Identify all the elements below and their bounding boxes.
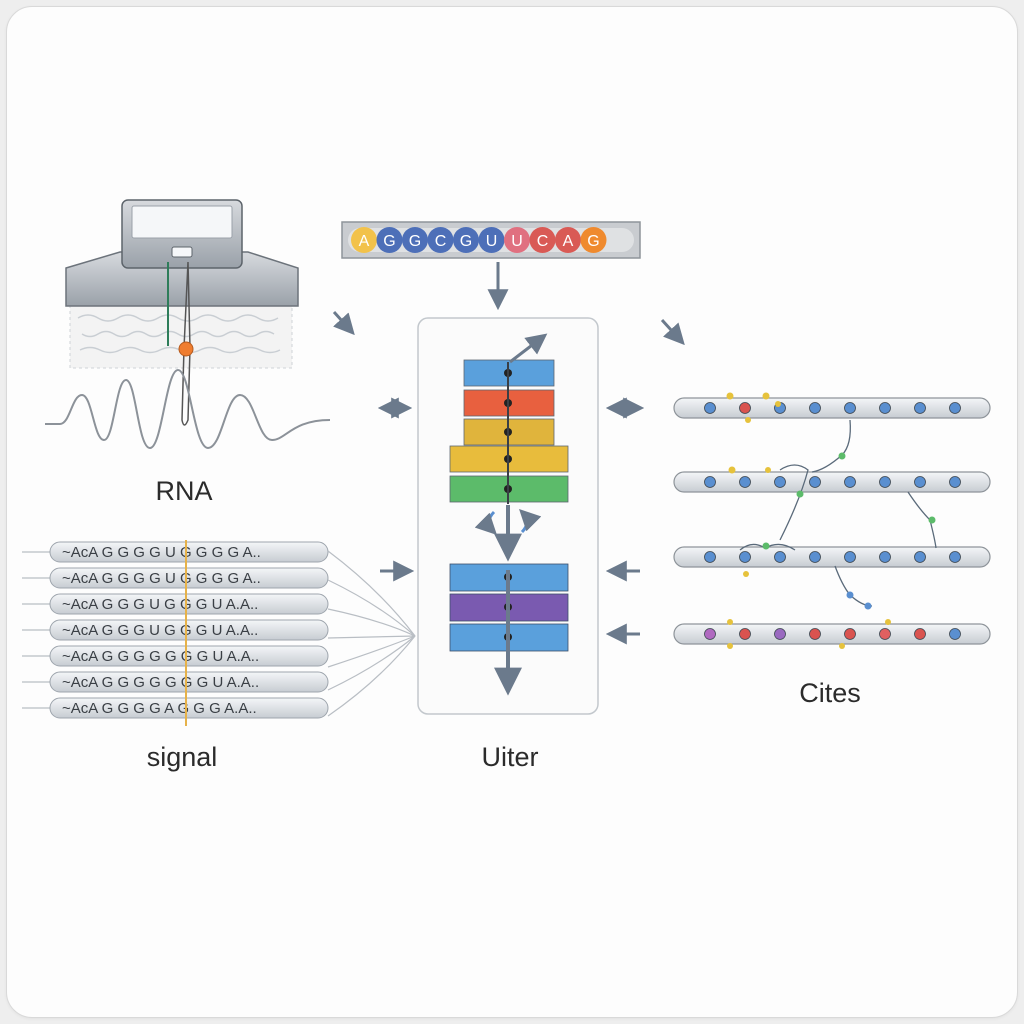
read-tube (49, 671, 329, 693)
sequence-base-letter: U (511, 233, 523, 250)
strand-bead (949, 476, 961, 488)
strand-links (739, 419, 937, 607)
strand-bead (914, 476, 926, 488)
read-sequence-text: ~AcA G G G G G G G U A.A.. (62, 648, 259, 665)
strand-bead (914, 402, 926, 414)
sequence-base (376, 227, 403, 253)
strand-bead (774, 476, 786, 488)
sequence-base (478, 227, 505, 253)
read-sequence-text: ~AcA G G G G U G G G G A.. (62, 544, 261, 561)
strand-bead (879, 402, 891, 414)
read-sequence-text: ~AcA G G G G A G G G A.A.. (62, 700, 257, 717)
sequence-base (402, 227, 428, 253)
rna-label: RNA (155, 476, 213, 506)
strand-bead (949, 628, 961, 640)
strand-bead (704, 476, 716, 488)
strand-bead (949, 402, 961, 414)
strand-bead (739, 628, 751, 640)
strand-bead (844, 476, 856, 488)
strand-bead (879, 476, 891, 488)
read-tube (49, 697, 329, 719)
strand-bead (704, 402, 716, 414)
read-sequence-text: ~AcA G G G U G G G U A.A.. (62, 622, 258, 639)
strand-bead (774, 628, 786, 640)
flow-arrows (332, 262, 685, 645)
strand-bead (844, 628, 856, 640)
sequence-base (555, 227, 581, 253)
read-sequence-text: ~AcA G G G U G G G U A.A.. (62, 596, 258, 613)
strand-bead (879, 551, 891, 563)
strand-bead (739, 551, 751, 563)
loop-right-icon (519, 509, 542, 534)
strand-tube (673, 546, 991, 568)
read-tube (49, 593, 329, 615)
signal-label: signal (146, 742, 218, 772)
sequence-base (529, 227, 556, 253)
strand-bead (844, 402, 856, 414)
bead-strands (673, 397, 991, 645)
sequence-base (453, 227, 479, 253)
loop-left-icon (474, 510, 497, 535)
strand-tube (673, 623, 991, 645)
strand-side-dots (726, 392, 936, 649)
strand-bead (914, 551, 926, 563)
sequence-base-letter: G (383, 233, 395, 250)
strand-bead (879, 628, 891, 640)
strand-bead (704, 628, 716, 640)
sequence-base (580, 227, 607, 253)
strand-bead (809, 476, 821, 488)
read-tube (49, 567, 329, 589)
sequence-base (351, 227, 377, 253)
strand-bead (704, 551, 716, 563)
center-label: Uiter (481, 742, 539, 772)
sequencer-device-icon (65, 199, 299, 426)
sequence-base-letter: U (486, 233, 498, 250)
strand-bead (739, 402, 751, 414)
strand-tube (673, 471, 991, 493)
strand-tube (673, 397, 991, 419)
sequence-base-letter: G (587, 233, 599, 250)
strand-bead (844, 551, 856, 563)
sequence-base (504, 227, 530, 253)
strand-bead (809, 628, 821, 640)
signal-reads: ~AcA G G G G U G G G G A.. ~AcA G G G G U… (22, 541, 329, 719)
sequence-base-letter: G (409, 233, 421, 250)
strand-bead (774, 551, 786, 563)
read-tube (49, 645, 329, 667)
sequence-base-letter: C (537, 233, 549, 250)
model-out-arrow (509, 333, 548, 364)
sequence-base-letter: A (563, 233, 574, 250)
read-tube (49, 619, 329, 641)
read-tube (49, 541, 329, 563)
raw-signal-waveform (45, 368, 331, 450)
sequence-base (427, 227, 454, 253)
strand-bead (809, 402, 821, 414)
read-sequence-text: ~AcA G G G G G G G U A.A.. (62, 674, 259, 691)
read-connectors (327, 550, 416, 717)
sequence-base-letter: G (460, 233, 472, 250)
strand-bead (739, 476, 751, 488)
strand-bead (949, 551, 961, 563)
sequence-base-letter: C (435, 233, 447, 250)
strand-bead (809, 551, 821, 563)
sequence-base-letter: A (359, 233, 370, 250)
read-sequence-text: ~AcA G G G G U G G G G A.. (62, 570, 261, 587)
right-label: Cites (799, 678, 861, 708)
strand-bead (914, 628, 926, 640)
